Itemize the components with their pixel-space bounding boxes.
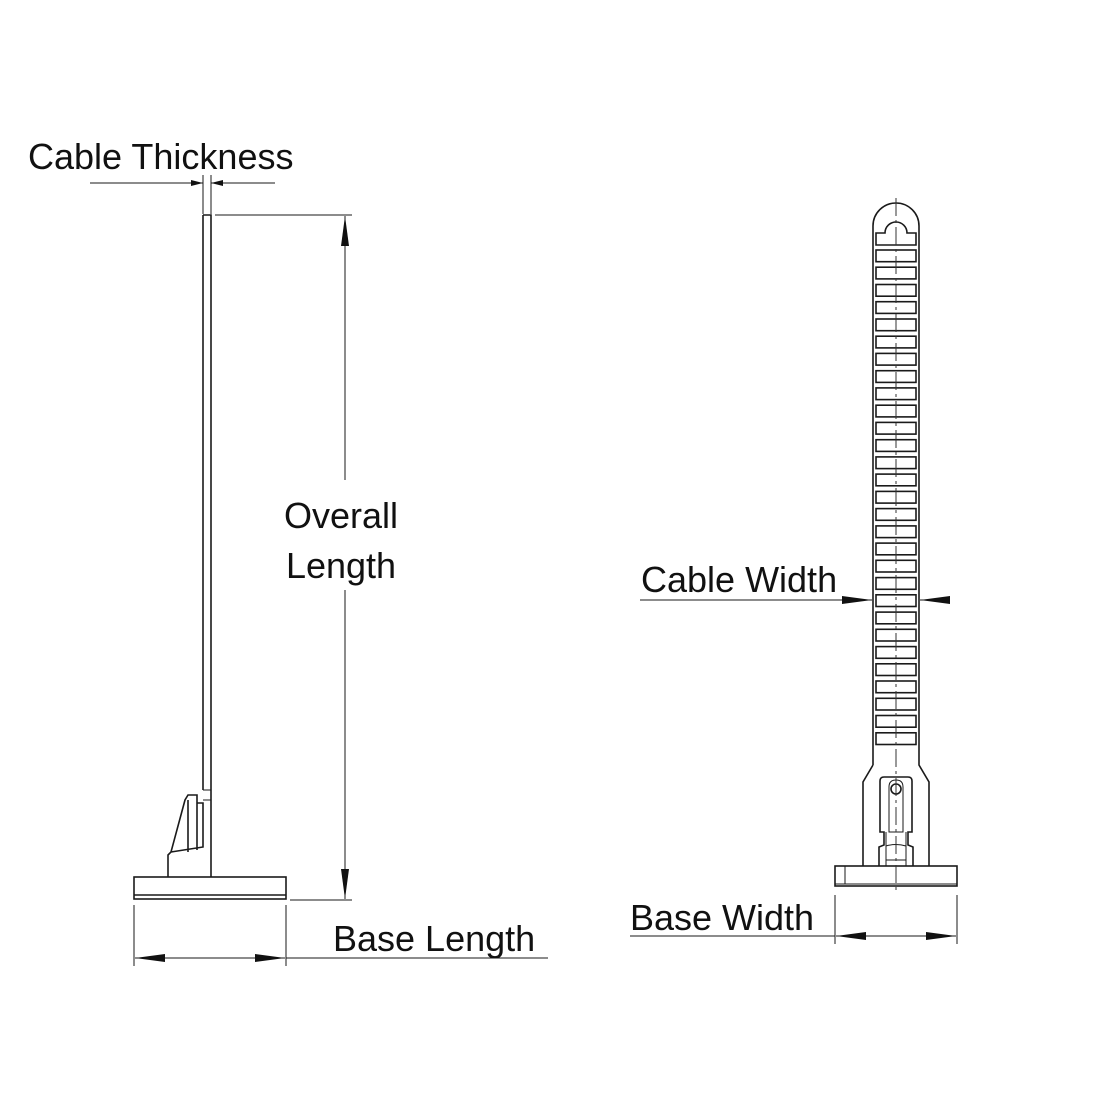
overall-length-dimension: Overall Length [215,214,398,901]
base-width-label: Base Width [630,897,814,938]
strap-tip-notch [875,221,917,246]
cable-width-label: Cable Width [641,559,837,600]
base-side [133,876,287,900]
cable-width-dimension: Cable Width [640,559,950,604]
overall-length-label-line2: Length [286,545,396,586]
cable-thickness-dimension: Cable Thickness [28,136,293,214]
base-width-dimension: Base Width [630,895,958,944]
strap-side [202,214,212,877]
cable-thickness-label: Cable Thickness [28,136,293,177]
base-length-dimension: Base Length [133,905,548,966]
lock-head [878,776,914,866]
strap-outline [862,202,930,866]
overall-length-label-line1: Overall [284,495,398,536]
side-view: Cable Thickness Overall Length Base Leng… [28,136,548,966]
locking-clip [167,794,204,877]
front-view: Cable Width Base Width [630,198,958,944]
base-length-label: Base Length [333,918,535,959]
